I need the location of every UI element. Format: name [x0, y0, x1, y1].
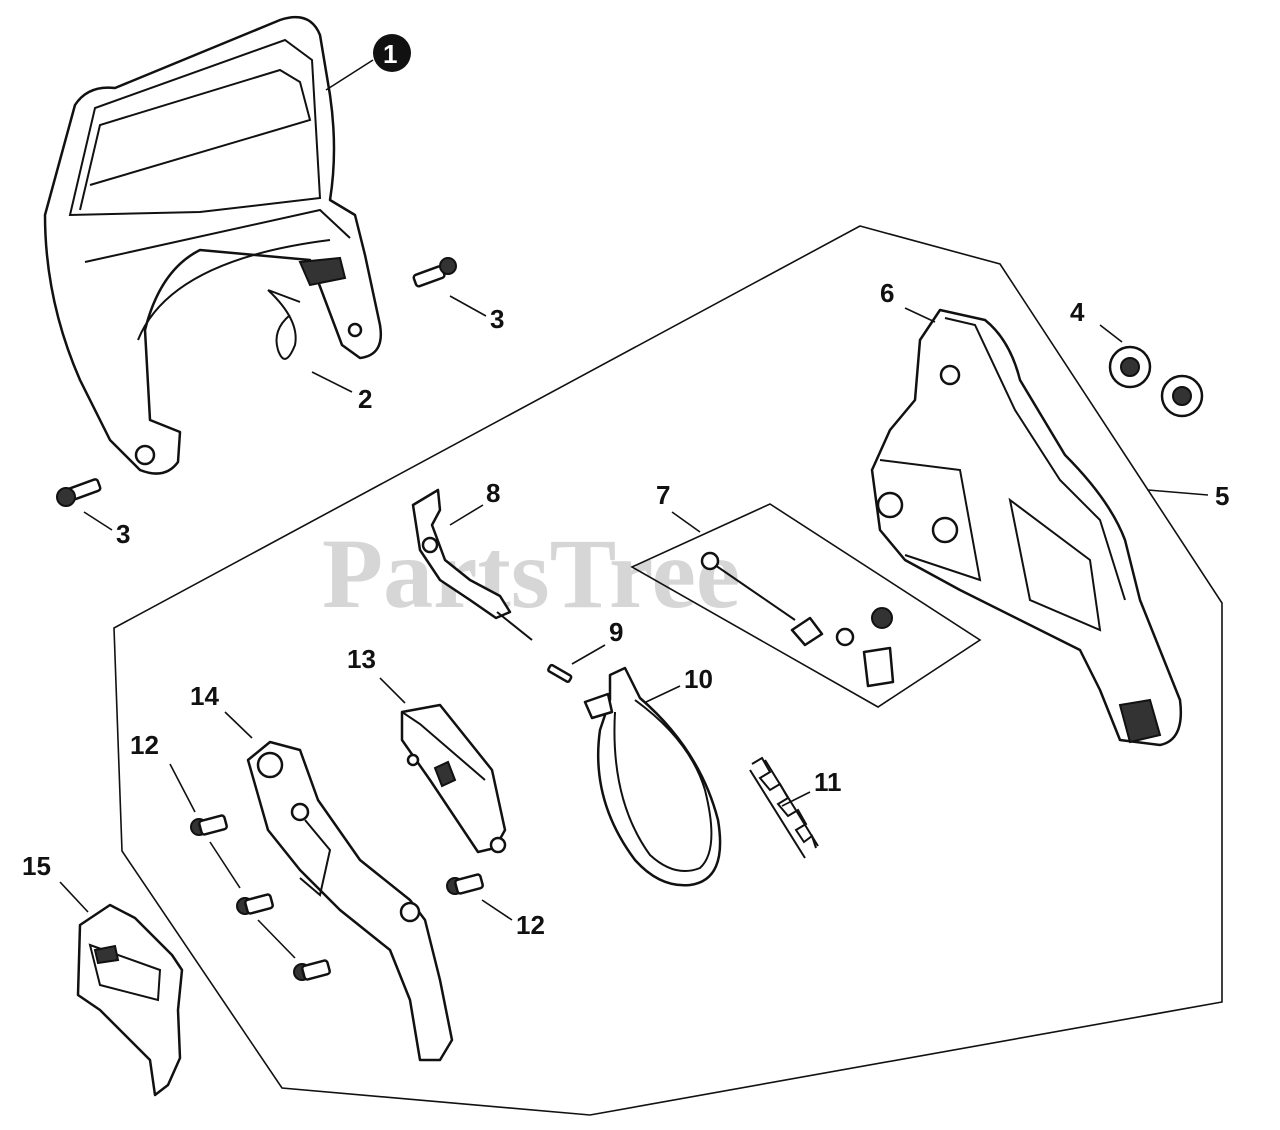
part-15-guide-plate[interactable]: [76, 903, 184, 1097]
callout-12-left: 12: [130, 730, 159, 760]
leader-8: [449, 504, 484, 526]
leader-6: [904, 307, 936, 323]
part-3-screw-lower[interactable]: [56, 478, 102, 507]
watermark-text: PartsTree: [322, 518, 740, 629]
part-1-hand-guard[interactable]: [43, 15, 383, 475]
leader-7: [671, 511, 701, 533]
leader-11: [781, 791, 811, 807]
part-12-screw-right[interactable]: [446, 873, 484, 895]
callout-12-right: 12: [516, 910, 545, 940]
part-8-brake-lever[interactable]: [411, 488, 533, 641]
part-3-screw-upper[interactable]: [412, 257, 457, 288]
callout-5: 5: [1215, 481, 1229, 511]
callout-9: 9: [609, 617, 623, 647]
leader-12-left-c: [257, 919, 296, 959]
callout-1-badge: [373, 34, 411, 72]
callout-6: 6: [880, 278, 894, 308]
part-7-chain-tensioner-kit[interactable]: [630, 503, 982, 708]
leader-4: [1099, 324, 1123, 343]
part-9-pin[interactable]: [547, 663, 573, 683]
callout-2: 2: [358, 384, 372, 414]
callout-10: 10: [684, 664, 713, 694]
callout-3-lower: 3: [116, 519, 130, 549]
leader-5: [1147, 489, 1209, 496]
part-4-nuts[interactable]: [1108, 345, 1204, 418]
leader-13: [379, 677, 406, 704]
leader-12-right: [481, 899, 513, 921]
callout-15: 15: [22, 851, 51, 881]
callout-7: 7: [656, 480, 670, 510]
leader-3-lower: [83, 511, 113, 531]
callout-11: 11: [814, 767, 842, 797]
part-13-side-plate[interactable]: [400, 703, 507, 854]
leader-12-left-b: [209, 841, 241, 889]
leader-2: [311, 371, 353, 393]
callout-4: 4: [1070, 297, 1085, 327]
leader-1: [325, 59, 374, 91]
leader-10: [645, 685, 681, 703]
part-11-spring[interactable]: [749, 756, 819, 859]
part-14-brake-arm[interactable]: [246, 740, 454, 1062]
leader-3-upper: [449, 295, 487, 317]
callout-14: 14: [190, 681, 219, 711]
leader-14: [224, 711, 253, 739]
leader-9: [571, 644, 606, 665]
callout-13: 13: [347, 644, 376, 674]
part-10-brake-band[interactable]: [583, 666, 722, 887]
callout-3-upper: 3: [490, 304, 504, 334]
leader-12-left-a: [169, 763, 196, 813]
callout-8: 8: [486, 478, 500, 508]
callout-1: 1: [383, 39, 397, 69]
part-12-screws-left[interactable]: [190, 814, 331, 981]
assembly-boundary: [113, 225, 1223, 1116]
part-2-spring-clip[interactable]: [267, 289, 301, 360]
leader-15: [59, 881, 89, 913]
part-5-sprocket-cover[interactable]: [870, 308, 1183, 747]
